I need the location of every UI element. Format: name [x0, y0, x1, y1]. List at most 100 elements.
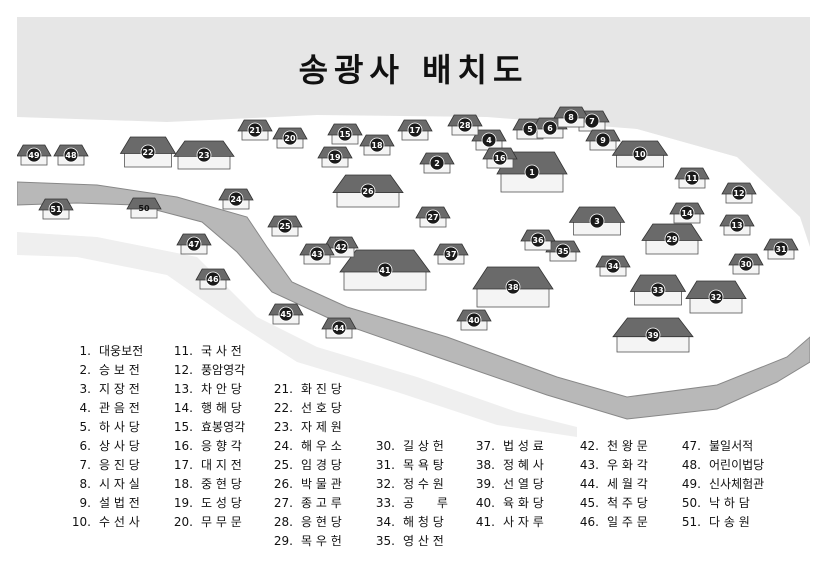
legend-number: 48.	[681, 458, 701, 472]
marker-number: 7	[589, 117, 595, 126]
building-50[interactable]	[126, 197, 162, 219]
legend-item: 2.승 보 전	[65, 362, 140, 378]
marker-46[interactable]: 46	[205, 271, 221, 287]
marker-37[interactable]: 37	[443, 246, 459, 262]
marker-12[interactable]: 12	[731, 185, 747, 201]
marker-number: 26	[362, 187, 374, 196]
marker-15[interactable]: 15	[337, 126, 353, 142]
marker-circle	[645, 327, 661, 343]
legend-number: 33.	[375, 496, 395, 510]
marker-circle	[247, 122, 263, 138]
marker-number: 16	[494, 154, 506, 163]
marker-18[interactable]: 18	[369, 137, 385, 153]
marker-25[interactable]: 25	[277, 218, 293, 234]
legend-number: 41.	[475, 515, 495, 529]
legend-item: 26.박 물 관	[267, 476, 342, 492]
marker-3[interactable]: 3	[589, 213, 605, 229]
legend-number: 38.	[475, 458, 495, 472]
marker-51[interactable]: 51	[48, 201, 64, 217]
marker-number: 21	[249, 126, 261, 135]
marker-30[interactable]: 30	[738, 256, 754, 272]
building-39[interactable]	[612, 317, 694, 353]
marker-circle	[684, 170, 700, 186]
marker-36[interactable]: 36	[530, 232, 546, 248]
legend-name: 국 사 전	[201, 344, 242, 358]
marker-35[interactable]: 35	[555, 243, 571, 259]
marker-number: 2	[434, 159, 440, 168]
marker-19[interactable]: 19	[327, 149, 343, 165]
marker-48[interactable]: 48	[63, 147, 79, 163]
marker-40[interactable]: 40	[466, 312, 482, 328]
marker-42[interactable]: 42	[333, 239, 349, 255]
marker-39[interactable]: 39	[645, 327, 661, 343]
marker-31[interactable]: 31	[773, 241, 789, 257]
marker-29[interactable]: 29	[664, 231, 680, 247]
marker-34[interactable]: 34	[605, 258, 621, 274]
marker-number: 23	[198, 151, 209, 160]
marker-17[interactable]: 17	[407, 122, 423, 138]
marker-number: 38	[507, 283, 519, 292]
legend-item: 10.수 선 사	[65, 514, 140, 530]
marker-4[interactable]: 4	[481, 132, 497, 148]
legend-number: 10.	[71, 515, 91, 529]
marker-5[interactable]: 5	[522, 121, 538, 137]
marker-number: 4	[486, 136, 492, 145]
legend-number: 17.	[173, 458, 193, 472]
legend-number: 42.	[579, 439, 599, 453]
marker-9[interactable]: 9	[595, 132, 611, 148]
marker-number: 28	[459, 121, 471, 130]
marker-20[interactable]: 20	[282, 130, 298, 146]
marker-10[interactable]: 10	[632, 146, 648, 162]
building-roof	[612, 317, 694, 338]
marker-circle	[524, 164, 540, 180]
marker-43[interactable]: 43	[309, 246, 325, 262]
legend-item: 27.종 고 루	[267, 495, 342, 511]
marker-23[interactable]: 23	[196, 147, 212, 163]
marker-number: 22	[142, 148, 153, 157]
marker-2[interactable]: 2	[429, 155, 445, 171]
marker-14[interactable]: 14	[679, 205, 695, 221]
legend-item: 15.효봉영각	[167, 419, 245, 435]
marker-16[interactable]: 16	[492, 150, 508, 166]
legend-item: 42.천 왕 문	[573, 438, 648, 454]
marker-45[interactable]: 45	[278, 306, 294, 322]
legend-item: 13.차 안 당	[167, 381, 242, 397]
marker-22[interactable]: 22	[140, 144, 156, 160]
marker-circle	[731, 185, 747, 201]
marker-49[interactable]: 49	[26, 147, 42, 163]
marker-circle	[360, 183, 376, 199]
marker-13[interactable]: 13	[729, 217, 745, 233]
marker-7[interactable]: 7	[584, 113, 600, 129]
marker-circle	[584, 113, 600, 129]
marker-44[interactable]: 44	[331, 320, 347, 336]
legend-item: 8.시 자 실	[65, 476, 140, 492]
marker-50[interactable]: 50	[138, 204, 150, 213]
marker-38[interactable]: 38	[505, 279, 521, 295]
marker-26[interactable]: 26	[360, 183, 376, 199]
marker-number: 33	[652, 286, 663, 295]
legend-item: 38.정 혜 사	[469, 457, 544, 473]
legend-number: 26.	[273, 477, 293, 491]
marker-6[interactable]: 6	[542, 120, 558, 136]
marker-21[interactable]: 21	[247, 122, 263, 138]
marker-circle	[429, 155, 445, 171]
legend-number: 15.	[173, 420, 193, 434]
legend-name: 세 월 각	[607, 477, 648, 491]
marker-24[interactable]: 24	[228, 191, 244, 207]
marker-number: 5	[527, 125, 533, 134]
marker-circle	[466, 312, 482, 328]
marker-1[interactable]: 1	[524, 164, 540, 180]
marker-32[interactable]: 32	[708, 289, 724, 305]
marker-number: 9	[600, 136, 606, 145]
marker-47[interactable]: 47	[186, 236, 202, 252]
marker-33[interactable]: 33	[650, 282, 666, 298]
legend-number: 11.	[173, 344, 193, 358]
legend-item: 25.임 경 당	[267, 457, 342, 473]
marker-27[interactable]: 27	[425, 209, 441, 225]
legend-name: 사 자 루	[503, 515, 544, 529]
marker-28[interactable]: 28	[457, 117, 473, 133]
marker-8[interactable]: 8	[563, 109, 579, 125]
marker-11[interactable]: 11	[684, 170, 700, 186]
marker-41[interactable]: 41	[377, 262, 393, 278]
